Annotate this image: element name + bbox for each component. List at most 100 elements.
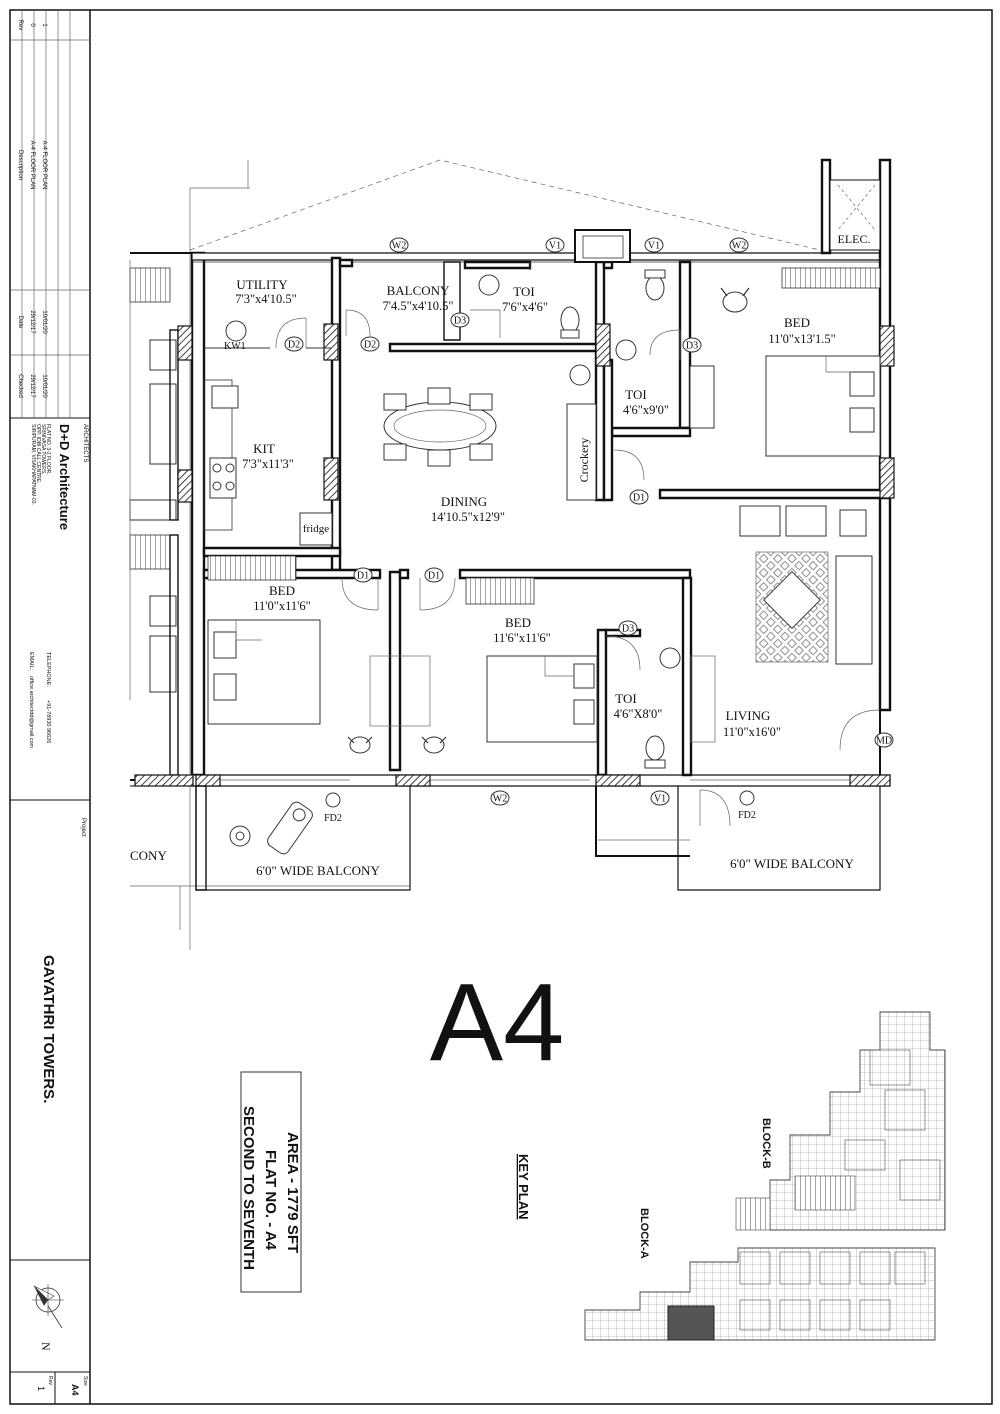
room-toi-3-size: 4'6"X8'0" (614, 707, 663, 721)
rev-header: Rev (17, 20, 23, 31)
rev-row-1-description: A-4 FLOOR PLAN (41, 140, 47, 189)
room-bed-3-name: BED (505, 615, 531, 630)
svg-text:D1: D1 (357, 571, 369, 582)
flat-info-box: AREA - 1779 SFT FLAT NO. - A4 SECOND TO … (240, 1071, 302, 1293)
address-line-1: FLAT NO. 3-2 FLOOR, (45, 424, 51, 475)
size-value: A4 (70, 1384, 80, 1396)
rev-row-1-date: 10/01/20 (41, 310, 47, 334)
svg-text:D2: D2 (364, 340, 376, 351)
room-toi-2-size: 4'6"x9'0" (623, 403, 669, 417)
block-a-outline (584, 1247, 936, 1341)
svg-text:W2: W2 (493, 794, 507, 805)
balcony-left: 6'0" WIDE BALCONY (195, 785, 411, 891)
room-toi-2-name: TOI (625, 387, 646, 402)
rev-row-0-description: A-4 FLOOR PLAN (29, 140, 35, 189)
flat-a4-highlight (667, 1305, 715, 1341)
room-labels: UTILITY 7'3"x4'10.5" BALCONY 7'4.5"x4'10… (235, 277, 835, 739)
room-utility-size: 7'3"x4'10.5" (235, 292, 297, 306)
room-kit-name: KIT (253, 441, 275, 456)
room-bed-3-size: 11'6"x11'6" (493, 631, 551, 645)
rev-row-0-date: 29/12/17 (29, 310, 35, 334)
tag-v1-top-left: V1 (545, 237, 565, 253)
tag-w2-top-left: W2 (389, 237, 409, 253)
room-bed-1-size: 11'0"x13'1.5" (768, 332, 835, 346)
svg-text:W2: W2 (392, 241, 406, 252)
tag-w2-top-right: W2 (729, 237, 749, 253)
svg-text:D3: D3 (454, 316, 466, 327)
north-label: N (39, 1342, 53, 1351)
rev-row-0-rev: 0 (29, 23, 35, 27)
email-label: EMAIL: (28, 652, 34, 671)
tag-v1-bottom: V1 (650, 790, 670, 806)
telephone-value: +91-78930 96626 (45, 700, 51, 743)
rev-label: Rev (47, 1376, 53, 1385)
rev-row-0-checked: 29/12/17 (29, 374, 35, 398)
tag-d3-bed: D3 (682, 337, 702, 353)
size-label: Size (82, 1376, 88, 1386)
chair-icon (421, 736, 447, 754)
balcony-left-label: 6'0" WIDE BALCONY (256, 863, 380, 878)
tag-d3-balcony: D3 (450, 312, 470, 328)
svg-text:V1: V1 (648, 241, 660, 252)
tag-w2-bottom: W2 (490, 790, 510, 806)
balcony-right-label: 6'0" WIDE BALCONY (730, 856, 854, 871)
room-balcony-name: BALCONY (387, 283, 450, 298)
svg-text:D1: D1 (428, 571, 440, 582)
room-balcony-size: 7'4.5"x4'10.5" (383, 299, 454, 313)
date-header: Date (17, 316, 23, 329)
area-text: AREA - 1779 SFT (284, 1132, 301, 1253)
svg-text:V1: V1 (654, 794, 666, 805)
sheet-border (9, 9, 993, 1405)
tag-d1-crockery: D1 (629, 489, 649, 505)
room-bed-1-name: BED (784, 315, 810, 330)
balcony-partial-label: CONY (130, 848, 167, 863)
block-b-label: BLOCK-B (760, 1118, 772, 1169)
fridge-label: fridge (303, 523, 329, 535)
tag-v1-top-right: V1 (644, 237, 664, 253)
address-line-2: SRINIVASA TOWERS, (40, 424, 46, 475)
project-name: GAYATHRI TOWERS. (40, 955, 57, 1103)
architects-label: ARCHITECTS (82, 424, 88, 462)
svg-text:D3: D3 (686, 341, 698, 352)
rev-value: 1 (36, 1386, 46, 1391)
north-arrow-icon (32, 1284, 64, 1329)
svg-text:W2: W2 (732, 241, 746, 252)
crockery-label: Crockery (577, 438, 591, 483)
room-toi-1-size: 7'6"x4'6" (502, 300, 548, 314)
room-bed-2-name: BED (269, 583, 295, 598)
room-utility-name: UTILITY (236, 277, 288, 292)
rev-row-1-checked: 10/01/20 (41, 374, 47, 398)
room-dining-size: 14'10.5"x12'9" (431, 510, 505, 524)
firm-name: D+D Architecture (57, 424, 72, 530)
room-toi-1-name: TOI (513, 284, 534, 299)
svg-text:V1: V1 (549, 241, 561, 252)
key-plan: KEY PLAN BLOCK-B BLOCK-A (516, 1011, 946, 1341)
rev-row-1-rev: 1 (41, 23, 47, 27)
balcony-right: 6'0" WIDE BALCONY (595, 786, 881, 891)
block-a-label: BLOCK-A (638, 1208, 650, 1259)
flat-no-text: FLAT NO. - A4 (262, 1150, 279, 1251)
room-dining-name: DINING (441, 494, 487, 509)
tag-fd2-left: FD2 (324, 813, 342, 824)
project-label: Project (80, 818, 86, 837)
block-b-outline (735, 1011, 946, 1231)
room-bed-2-size: 11'0"x11'6" (253, 599, 311, 613)
room-living-name: LIVING (726, 708, 771, 723)
telephone-label: TELEPHONE: (45, 652, 51, 687)
address-line-4: SIRIPURAM, VISAKHAPATNAM-03. (30, 424, 36, 505)
room-toi-3-name: TOI (615, 691, 636, 706)
description-header: Description (17, 150, 23, 180)
checked-header: Checked (17, 374, 23, 398)
tag-d2-utility: D2 (284, 336, 304, 352)
tag-d1-left: D1 (353, 567, 373, 583)
address-line-3: OPP. IDBI CALL CENTRE, (35, 424, 41, 483)
tag-d1-right: D1 (424, 567, 444, 583)
floors-text: SECOND TO SEVENTH (240, 1106, 257, 1270)
elec-label: ELEC. (838, 232, 871, 246)
architect-panel: ARCHITECTS D+D Architecture FLAT NO. 3-2… (28, 424, 88, 749)
tag-d3-toi: D3 (618, 620, 638, 636)
floor-plan: CONY ELEC. (129, 158, 895, 950)
tag-d2-balcony: D2 (360, 336, 380, 352)
svg-text:D2: D2 (288, 340, 300, 351)
chair-icon (720, 287, 750, 313)
